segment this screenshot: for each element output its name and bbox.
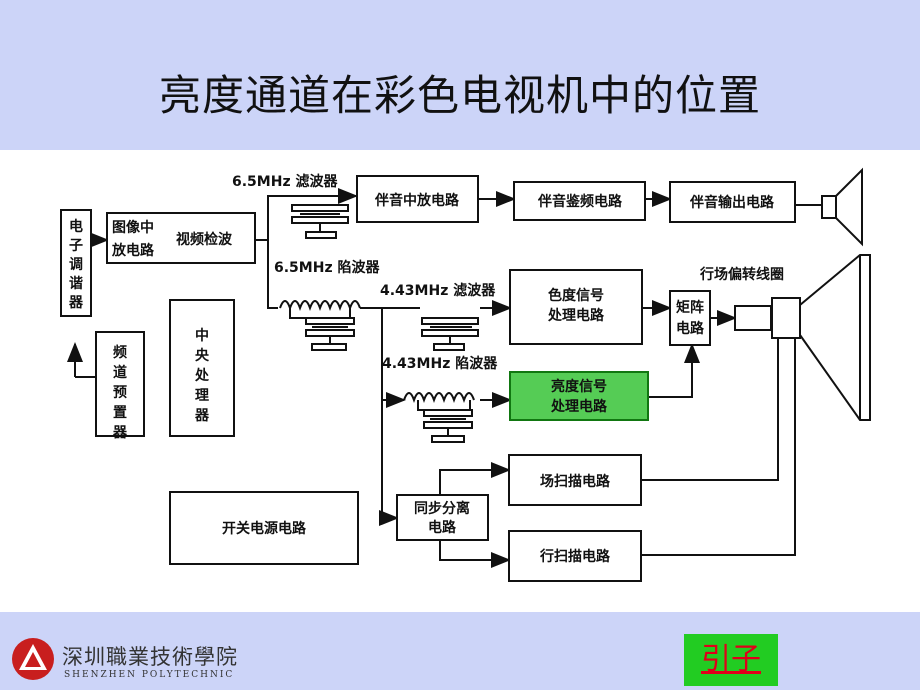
luma-label-1: 亮度信号	[551, 378, 607, 395]
if-amp-block	[106, 212, 256, 264]
trap-65-label: 6.5MHz 陷波器	[274, 259, 380, 276]
luma-block	[509, 371, 649, 421]
sync-sep-block	[396, 494, 489, 541]
channel-preset-block	[95, 331, 145, 437]
sync-sep-label-1: 同步分离	[414, 500, 470, 517]
svg-text:道: 道	[113, 364, 127, 381]
svg-text:理: 理	[195, 388, 209, 404]
power-block	[169, 491, 359, 565]
svg-text:子: 子	[69, 238, 83, 254]
video-detect-label: 视频检波	[176, 231, 233, 248]
svg-text:谐: 谐	[69, 275, 83, 292]
svg-text:器: 器	[68, 295, 84, 311]
matrix-block	[669, 290, 711, 346]
cpu-block	[169, 299, 235, 437]
sync-sep-label-2: 电路	[428, 519, 457, 536]
filter-443-label: 4.43MHz 滤波器	[380, 282, 496, 299]
school-name-en: SHENZHEN POLYTECHNIC	[64, 670, 235, 680]
sound-out-block	[669, 181, 796, 223]
school-logo-icon	[12, 638, 54, 680]
tuner-label-1: 电	[69, 218, 83, 235]
if-amp-label-2: 放电路	[111, 242, 155, 259]
matrix-label-1: 矩阵	[676, 299, 704, 316]
svg-text:频: 频	[113, 344, 127, 361]
header-band	[0, 0, 920, 150]
matrix-label-2: 电路	[676, 320, 705, 337]
if-amp-label-1: 图像中	[112, 219, 154, 236]
speaker-icon	[821, 195, 837, 219]
svg-text:预: 预	[113, 385, 127, 401]
sound-out-label: 伴音输出电路	[689, 194, 775, 211]
svg-text:处: 处	[194, 367, 210, 384]
svg-text:调: 调	[69, 257, 83, 273]
sound-discr-label: 伴音鉴频电路	[537, 193, 623, 210]
svg-text:器: 器	[194, 408, 210, 424]
sound-if-block	[356, 175, 479, 223]
yoke-label: 行场偏转线圈	[699, 266, 784, 283]
svg-text:央: 央	[195, 347, 210, 364]
tuner-block	[60, 209, 92, 317]
chroma-label-2: 处理电路	[547, 307, 605, 324]
filter-65-label: 6.5MHz 滤波器	[232, 173, 338, 190]
svg-text:器: 器	[112, 425, 128, 441]
power-label: 开关电源电路	[222, 520, 307, 537]
line-scan-label: 行扫描电路	[539, 548, 611, 565]
sound-if-label: 伴音中放电路	[374, 192, 460, 209]
page-title: 亮度通道在彩色电视机中的位置	[158, 71, 761, 120]
sound-discr-block	[513, 181, 646, 221]
trap-443-label: 4.43MHz 陷波器	[382, 355, 498, 372]
svg-text:中: 中	[195, 327, 209, 344]
tv-block-diagram: 电 子 调 谐 器 图像中 放电路 视频检波 频 道 预 置 器 中 央 处 理…	[60, 167, 871, 582]
chroma-label-1: 色度信号	[548, 287, 604, 304]
intro-link-button[interactable]: 引子	[684, 634, 778, 686]
field-scan-block	[508, 454, 642, 506]
field-scan-label: 场扫描电路	[540, 473, 611, 490]
svg-text:置: 置	[113, 404, 127, 421]
luma-label-2: 处理电路	[550, 398, 608, 415]
chroma-block	[509, 269, 643, 345]
line-scan-block	[508, 530, 642, 582]
school-name-cn: 深圳職業技術學院	[62, 645, 238, 669]
